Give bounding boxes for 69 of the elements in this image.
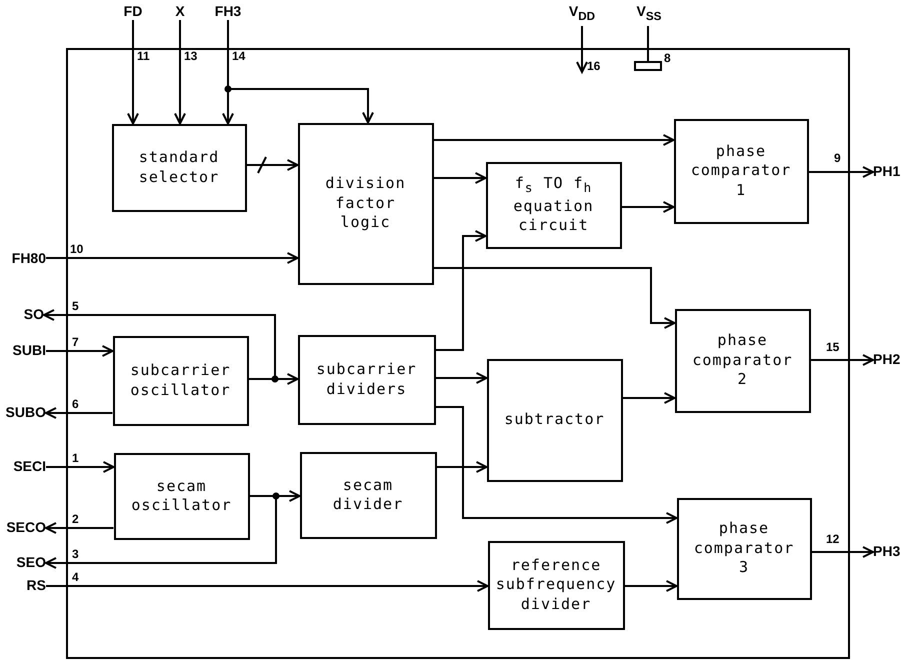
pin-number: 7: [72, 336, 79, 349]
pin-number: 9: [834, 152, 841, 165]
signal-arrow: [436, 461, 488, 473]
pin-number: 15: [826, 341, 840, 354]
signal-arrow: [812, 546, 874, 558]
function-block: f$_{s}$ TO f$_{h}$ equation circuit: [486, 162, 622, 248]
signal-name: RS: [8, 576, 46, 596]
pin-number: 3: [72, 548, 79, 561]
signal-arrow: [808, 166, 874, 178]
function-block: division factor logic: [298, 122, 434, 284]
signal-name: SO: [14, 305, 44, 325]
function-block: subcarrier dividers: [298, 334, 436, 424]
signal-arrow: [622, 201, 674, 213]
signal-name: V$_{DD}$: [560, 2, 604, 26]
supply-line: [634, 26, 662, 71]
signal-name: PH1: [873, 162, 907, 182]
function-block: phase comparator 3: [676, 498, 812, 600]
pin-number: 1: [72, 452, 79, 465]
pin-number: 8: [664, 52, 671, 65]
pin-number: 4: [72, 571, 79, 584]
signal-name: SUBI: [2, 341, 46, 361]
function-block: subtractor: [486, 358, 622, 482]
pin-number: 10: [70, 243, 84, 256]
pin-number: 13: [184, 50, 198, 63]
pin-number: 16: [587, 60, 600, 73]
signal-name: PH3: [873, 542, 907, 562]
pin-number: 12: [826, 533, 840, 546]
signal-name: V$_{SS}$: [628, 2, 670, 26]
chip-outline: [66, 48, 850, 659]
function-block: subcarrier oscillator: [112, 336, 248, 426]
function-block: secam divider: [300, 452, 436, 538]
function-block: standard selector: [112, 124, 246, 212]
signal-arrow: [810, 354, 874, 366]
signal-arrow: [45, 407, 112, 419]
signal-arrow: [434, 267, 676, 329]
signal-arrow: [46, 252, 298, 264]
signal-arrow: [436, 406, 678, 524]
signal-name: FH3: [208, 2, 248, 20]
pin-number: 6: [72, 398, 79, 411]
signal-arrow: [434, 172, 486, 184]
function-block: phase comparator 2: [674, 308, 810, 412]
pin-number: 2: [72, 513, 79, 526]
signal-arrow: [46, 580, 488, 592]
function-block: reference subfrequency divider: [488, 540, 624, 630]
pin-number: 5: [72, 300, 79, 313]
signal-arrow: [434, 134, 674, 146]
signal-name: SECI: [2, 457, 46, 477]
signal-name: X: [168, 2, 192, 20]
pin-number: 11: [137, 50, 150, 63]
signal-name: SEO: [8, 553, 46, 573]
signal-arrow: [436, 372, 488, 384]
signal-arrow: [174, 20, 186, 124]
signal-name: FD: [118, 2, 148, 20]
signal-arrow: [576, 26, 588, 73]
pin-number: 14: [232, 50, 246, 63]
signal-name: SECO: [2, 518, 46, 538]
signal-arrow: [622, 392, 676, 404]
signal-arrow: [127, 20, 139, 124]
signal-arrow: [436, 230, 486, 351]
signal-arrow: [46, 461, 114, 473]
signal-arrow: [46, 345, 114, 357]
signal-arrow: [45, 522, 114, 534]
signal-name: PH2: [873, 350, 907, 370]
function-block: phase comparator 1: [674, 118, 808, 224]
signal-name: SUBO: [2, 403, 46, 423]
signal-name: FH80: [2, 249, 46, 269]
signal-arrow: [246, 159, 298, 171]
function-block: secam oscillator: [114, 452, 250, 540]
signal-arrow: [624, 580, 678, 592]
